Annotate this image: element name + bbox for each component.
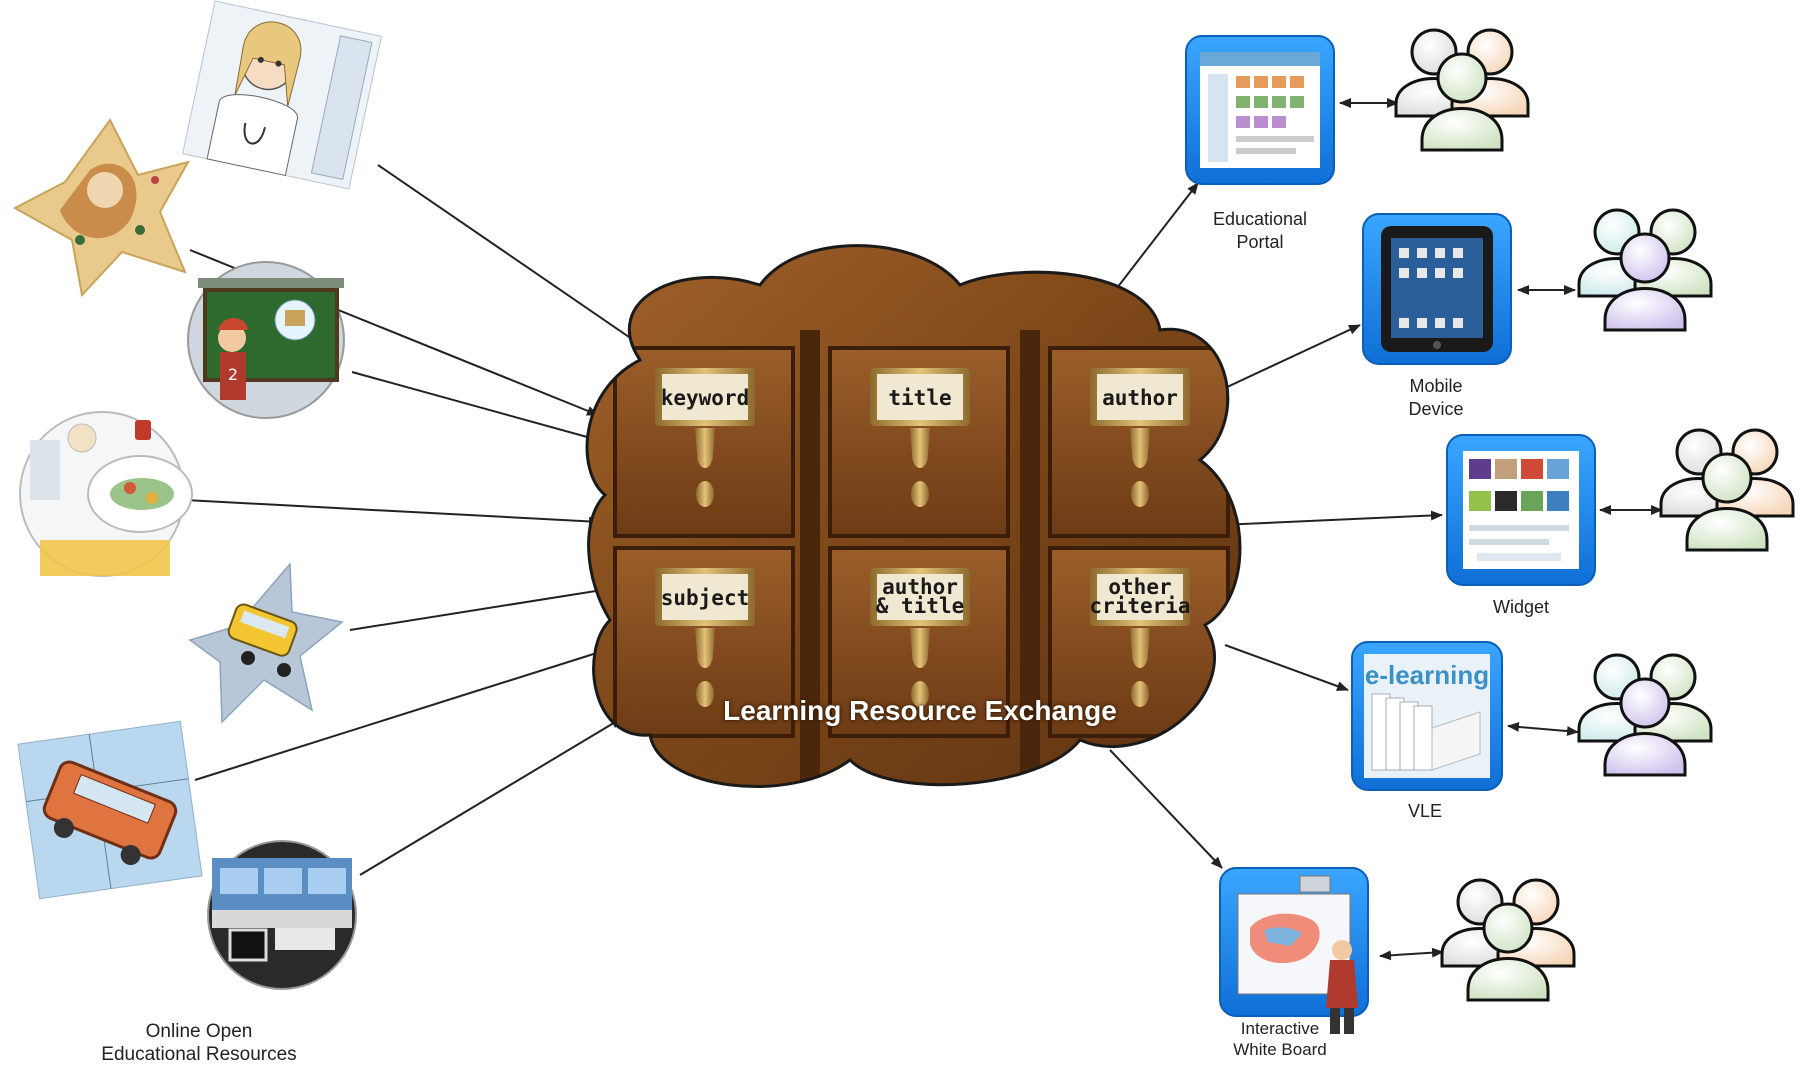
- drawer: keyword: [613, 346, 795, 538]
- arrow-output-widget: [1219, 510, 1443, 526]
- arrow-source-5: [349, 580, 641, 631]
- drawer-label-text: & title: [876, 594, 965, 618]
- svg-text:2: 2: [228, 365, 238, 384]
- user-groups: [1394, 28, 1795, 1002]
- sources-caption-line2: Educational Resources: [101, 1044, 297, 1065]
- bus-star-thumbnail: [188, 562, 344, 724]
- drawer-label-card: [1097, 374, 1183, 420]
- drawer-label-card: [877, 574, 963, 620]
- widget-tile: [1446, 434, 1596, 586]
- drawer-label-text: author: [1102, 386, 1178, 410]
- drawer: title: [828, 346, 1010, 538]
- output-label-portal: Educational Portal: [1170, 208, 1350, 254]
- drawer-knob: [911, 681, 929, 707]
- drawer-handle: [695, 428, 715, 468]
- source-thumbnails: 2: [12, 0, 382, 990]
- drawer-label-card: [877, 374, 963, 420]
- user-arrows: [1339, 98, 1663, 961]
- portal-tile: [1185, 35, 1335, 185]
- drawer-knob: [696, 481, 714, 507]
- users-icon: [1394, 28, 1530, 152]
- classroom-thumbnail: 2: [187, 261, 345, 419]
- output-arrows: [1099, 182, 1443, 869]
- drawer-handle: [1130, 428, 1150, 468]
- drawer-label-card: [662, 574, 748, 620]
- drawer-knob: [911, 481, 929, 507]
- drawer-knob: [1131, 681, 1149, 707]
- output-label-whiteboard: Interactive White Board: [1190, 1018, 1370, 1060]
- users-icon: [1659, 428, 1795, 552]
- star-art-thumbnail: [12, 118, 191, 298]
- lre-title: Learning Resource Exchange: [723, 695, 1117, 726]
- drawer-knob: [1131, 481, 1149, 507]
- output-label-vle: VLE: [1335, 800, 1515, 823]
- drawer-handle: [695, 628, 715, 668]
- arrow-output-mobile: [1209, 324, 1361, 396]
- plate-thumbnail: [19, 411, 193, 577]
- drawer-label-text: title: [888, 386, 951, 410]
- sources-caption-line1: Online Open: [145, 1021, 253, 1042]
- drawer: subject: [613, 546, 795, 738]
- interface-thumbnail: [207, 840, 357, 990]
- output-label-line2: White Board: [1233, 1040, 1327, 1059]
- drawer: author: [1048, 346, 1230, 538]
- users-icon: [1577, 208, 1713, 332]
- arrow-source-3: [351, 371, 599, 442]
- output-label-line2: Portal: [1236, 232, 1284, 252]
- vle-tile: e-learning: [1351, 641, 1503, 791]
- drawer-label-card: [662, 374, 748, 420]
- drawer: author& title: [828, 546, 1010, 738]
- output-label-line1: Widget: [1492, 597, 1550, 617]
- output-label-widget: Widget: [1431, 596, 1611, 619]
- users-icon: [1577, 653, 1713, 777]
- arrow-source-6: [194, 643, 623, 781]
- arrow-source-4: [184, 499, 601, 527]
- drawer-label-text: subject: [661, 586, 750, 610]
- drawer-handle: [1130, 628, 1150, 668]
- drawer-label-text: other: [1108, 575, 1171, 599]
- drawer-label-text: author: [882, 575, 958, 599]
- output-tiles: e-learning: [1185, 35, 1596, 1034]
- car-thumbnail: [17, 720, 203, 900]
- drawer-label-card: [1097, 574, 1183, 620]
- arrow-source-1: [377, 164, 649, 351]
- users-icon: [1440, 878, 1576, 1002]
- output-label-line1: Interactive: [1240, 1019, 1320, 1038]
- arrow-source-7: [359, 717, 623, 876]
- tablet-tile: [1362, 213, 1512, 365]
- drawer-handle: [910, 428, 930, 468]
- drawer-knob: [696, 681, 714, 707]
- arrow-output-iwb: [1109, 749, 1223, 869]
- arrow-output-vle: [1224, 644, 1349, 691]
- whiteboard-tile: [1219, 867, 1369, 1034]
- svg-text:e-learning: e-learning: [1365, 660, 1489, 690]
- drawer-label-text: criteria: [1089, 594, 1190, 618]
- output-label-mobile: Mobile Device: [1346, 375, 1526, 421]
- output-label-line1: VLE: [1407, 801, 1443, 821]
- user-arrow-vle: [1507, 721, 1579, 737]
- output-label-line1: Mobile: [1409, 376, 1463, 396]
- sources-caption: Online Open Educational Resources: [94, 1020, 304, 1066]
- drawer-handle: [910, 628, 930, 668]
- drawer-label-text: keyword: [661, 386, 750, 410]
- output-label-line1: Educational: [1212, 209, 1308, 229]
- output-label-line2: Device: [1408, 399, 1464, 419]
- user-arrow-iwb: [1379, 947, 1444, 961]
- nurse-thumbnail: [182, 0, 382, 190]
